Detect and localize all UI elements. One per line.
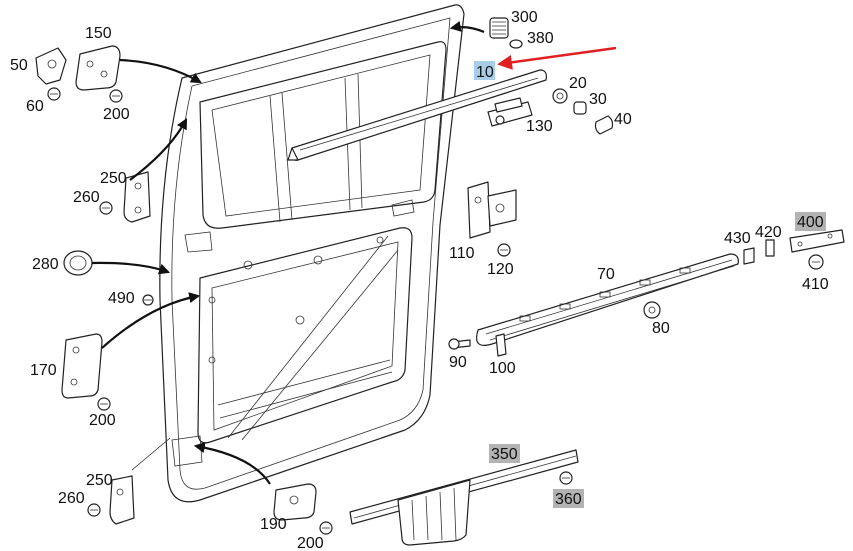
part-200-screw-middle[interactable] [97,397,111,411]
label-60[interactable]: 60 [26,98,44,115]
part-190-bracket[interactable] [273,483,317,521]
part-170-lock[interactable] [61,333,103,399]
part-40-cap[interactable] [594,115,614,135]
label-400[interactable]: 400 [797,214,824,231]
label-300[interactable]: 300 [511,9,538,26]
label-20[interactable]: 20 [569,75,587,92]
label-120[interactable]: 120 [487,261,514,278]
label-360[interactable]: 360 [555,491,582,508]
label-350-highlight [489,444,520,463]
label-280[interactable]: 280 [32,256,59,273]
label-10-highlight [474,61,495,80]
part-60-screw[interactable] [47,87,61,101]
label-100[interactable]: 100 [489,360,516,377]
label-360-highlight [553,489,584,508]
label-400-highlight [795,212,826,231]
part-120-screw[interactable] [497,243,511,257]
label-260-upper[interactable]: 260 [73,189,100,206]
part-260-screw-lower[interactable] [87,503,101,517]
label-90[interactable]: 90 [449,354,467,371]
part-70-lower-rail[interactable] [476,253,739,346]
part-350-bottom-rail[interactable] [349,449,579,546]
label-410[interactable]: 410 [802,276,829,293]
part-90-screw[interactable] [448,338,471,350]
part-20-roller[interactable] [552,88,568,104]
part-420-clip[interactable] [765,239,775,257]
label-70[interactable]: 70 [597,266,615,283]
part-50-hinge[interactable] [35,47,67,85]
part-250-striker-upper[interactable] [123,171,151,223]
label-40[interactable]: 40 [614,111,632,128]
label-30[interactable]: 30 [589,91,607,108]
label-80[interactable]: 80 [652,320,670,337]
part-490-screw[interactable] [142,294,154,306]
label-190[interactable]: 190 [260,516,287,533]
part-80-nut[interactable] [643,301,661,319]
part-280-grommet[interactable] [63,250,93,276]
part-430-clip[interactable] [743,247,755,265]
label-490[interactable]: 490 [108,290,135,307]
leader-lines [91,20,485,485]
part-200-screw-top[interactable] [109,89,123,103]
part-360-screw[interactable] [559,471,573,485]
door-shell [159,4,465,503]
part-130-roller-bracket[interactable] [487,97,533,127]
part-100-clip[interactable] [495,333,507,357]
part-200-screw-bottom[interactable] [319,521,333,535]
pointer-arrow [497,46,617,70]
part-110-hinge[interactable] [467,181,517,239]
part-410-screw[interactable] [808,254,824,270]
part-10-upper-rail[interactable] [287,69,547,161]
label-420[interactable]: 420 [755,224,782,241]
part-380-washer[interactable] [509,39,523,49]
part-400-cover[interactable] [789,229,845,253]
label-130[interactable]: 130 [526,118,553,135]
label-150[interactable]: 150 [85,25,112,42]
label-250-lower[interactable]: 250 [86,472,113,489]
part-260-screw-upper[interactable] [99,201,113,215]
label-170[interactable]: 170 [30,362,57,379]
label-200-middle[interactable]: 200 [89,412,116,429]
part-30-bushing[interactable] [573,101,587,115]
label-250-upper[interactable]: 250 [100,170,127,187]
label-50[interactable]: 50 [10,57,28,74]
part-250-striker-lower[interactable] [109,475,135,525]
label-260-lower[interactable]: 260 [58,490,85,507]
label-110[interactable]: 110 [449,245,475,262]
part-150-bracket[interactable] [75,45,121,91]
label-350[interactable]: 350 [491,446,518,463]
label-430[interactable]: 430 [724,230,751,247]
part-300-roller[interactable] [489,17,509,39]
label-200-top[interactable]: 200 [103,106,130,123]
label-380[interactable]: 380 [527,30,554,47]
label-10[interactable]: 10 [476,64,494,81]
label-200-bottom[interactable]: 200 [297,535,324,551]
